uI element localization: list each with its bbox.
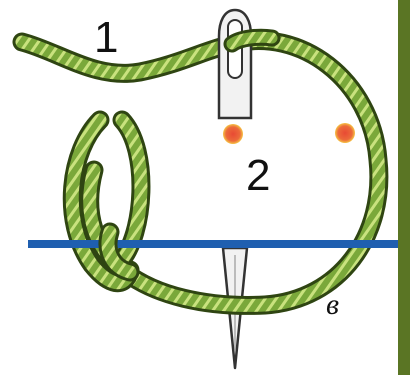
right-border: [398, 0, 410, 375]
label-v: в: [326, 288, 339, 321]
marker-dot: [335, 123, 355, 143]
upper-needle-icon: [219, 10, 251, 118]
label-1: 1: [94, 13, 118, 62]
fabric-line: [28, 240, 398, 248]
label-2: 2: [246, 151, 270, 200]
marker-dot: [223, 124, 243, 144]
thread-through-eye: [232, 37, 272, 44]
thread-loop: [22, 41, 379, 306]
